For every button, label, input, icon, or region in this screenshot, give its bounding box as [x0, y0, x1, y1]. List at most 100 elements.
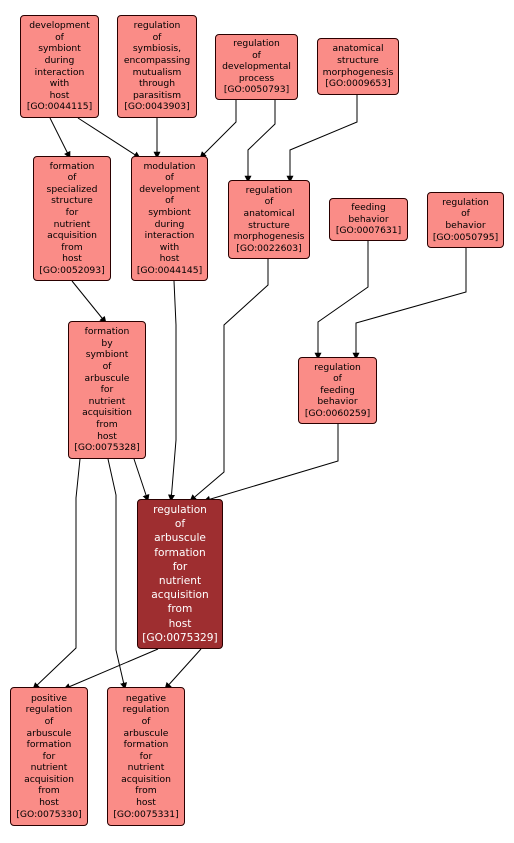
node-label-line: [GO:0075329]	[142, 631, 218, 644]
node-label-line: through	[138, 78, 176, 90]
node-label-line: interaction	[144, 230, 195, 242]
node-label-line: positive	[30, 692, 68, 704]
edge-n0050795-to-n0060259	[352, 248, 467, 360]
node-label-line: [GO:0007631]	[335, 225, 402, 237]
node-label-line: for	[172, 560, 188, 573]
node-label-line: encompassing	[123, 54, 191, 66]
node-label-line: morphogenesis	[322, 66, 394, 78]
node-label-line: of	[141, 715, 151, 727]
node-label-line: regulation	[233, 38, 280, 50]
node-label-line: anatomical	[243, 207, 295, 219]
node-label-line: of	[264, 196, 274, 208]
node-label-line: of	[333, 373, 342, 385]
node-label-line: from	[38, 785, 60, 797]
node-label-line: [GO:0050795]	[432, 231, 499, 243]
node-label-line: from	[135, 785, 157, 797]
node-label-line: of	[102, 361, 112, 373]
node-label-line: [GO:0052093]	[39, 264, 105, 276]
edge-n0075328-to-n0075331	[107, 458, 127, 690]
node-label-line: [GO:0060259]	[304, 407, 371, 419]
node-label-line: regulation	[153, 503, 207, 516]
node-label-line: nutrient	[30, 762, 68, 774]
node-label-line: regulation	[122, 704, 170, 716]
node-label-line: formation	[84, 326, 130, 338]
node-label-line: with	[159, 241, 180, 253]
node-label-line: behavior	[348, 213, 389, 225]
node-label-line: acquisition	[121, 773, 171, 785]
node-label-line: [GO:0050793]	[223, 84, 290, 96]
edge-n0075328-to-n0075329	[133, 458, 150, 502]
node-label-line: formation	[123, 739, 169, 751]
node-label-line: nutrient	[53, 218, 91, 230]
node-label-line: of	[44, 715, 54, 727]
node-label-line: formation	[26, 739, 72, 751]
node-label-line: [GO:0044145]	[136, 264, 203, 276]
node-label-line: formation	[154, 546, 206, 559]
node-label-line: host	[97, 430, 117, 442]
node-label-line: development	[139, 183, 200, 195]
node-label-line: from	[167, 603, 193, 616]
node-label-line: regulation	[133, 20, 181, 32]
edge-n0044115-to-n0052093	[49, 117, 71, 159]
node-label-line: feeding	[320, 384, 355, 396]
node-label-line: for	[42, 750, 56, 762]
node-label-line: host	[39, 797, 59, 809]
node-label-line: of	[152, 31, 162, 43]
node-label-line: acquisition	[24, 773, 74, 785]
node-label-line: arbuscule	[154, 532, 206, 545]
node-label-line: interaction	[34, 66, 85, 78]
node-label-line: host	[159, 253, 180, 265]
node-label-line: by	[101, 337, 113, 349]
node-label-line: acquisition	[47, 230, 97, 242]
node-label-line: from	[96, 418, 118, 430]
node-label-line: parasitism	[132, 89, 182, 101]
node-label-line: modulation	[143, 160, 196, 172]
node-label-line: [GO:0075330]	[16, 808, 82, 820]
node-label-line: [GO:0043903]	[124, 101, 190, 113]
node-label-line: for	[65, 206, 79, 218]
node-label-line: negative	[125, 692, 167, 704]
node-label-line: acquisition	[82, 407, 132, 419]
node-label-line: [GO:0022603]	[236, 242, 302, 254]
node-label-line: of	[67, 172, 77, 184]
edge-n0075328-to-n0075330	[32, 458, 81, 690]
node-label-line: behavior	[317, 396, 358, 408]
node-label-line: [GO:0075331]	[113, 808, 179, 820]
node-label-line: [GO:0075328]	[74, 442, 140, 454]
node-label-line: nutrient	[158, 575, 202, 587]
node-label-line: regulation	[442, 196, 489, 208]
node-label-line: arbuscule	[123, 727, 169, 739]
node-label-line: arbuscule	[84, 372, 130, 384]
edge-n0022603-to-n0075329	[189, 259, 269, 502]
node-label-line: acquisition	[151, 589, 209, 602]
node-label-line: regulation	[245, 184, 293, 196]
edge-n0044115-to-n0044145	[77, 117, 141, 159]
node-label-line: for	[100, 384, 114, 396]
node-label-line: development	[29, 20, 90, 32]
node-label-line: structure	[248, 219, 290, 231]
edge-n0050793-to-n0022603	[244, 100, 276, 183]
node-label-line: developmental	[222, 61, 291, 73]
edge-n0075329-to-n0075330	[63, 648, 159, 690]
edge-n0009653-to-n0022603	[286, 95, 358, 183]
edge-n0075329-to-n0075331	[164, 648, 202, 690]
node-label-line: host	[62, 253, 82, 265]
node-label-line: process	[238, 72, 275, 84]
node-label-line: arbuscule	[26, 727, 72, 739]
